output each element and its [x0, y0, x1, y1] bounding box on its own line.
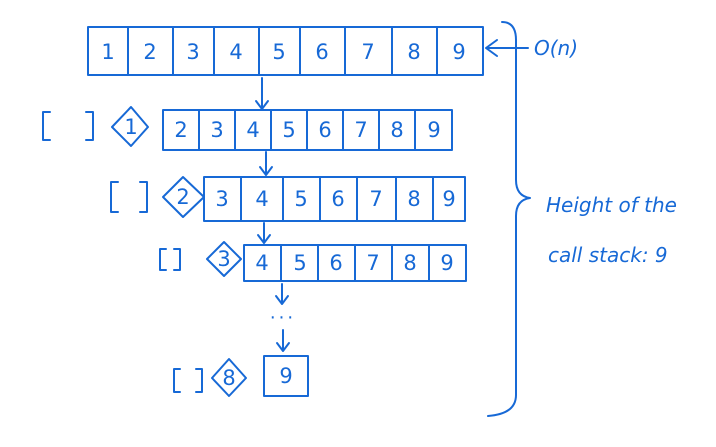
cell: 5 — [294, 187, 307, 211]
complexity-annotation: O(n) — [485, 36, 578, 60]
array-row-3: 3 4 5 6 7 8 9 — [159, 241, 467, 282]
left-partition-bracket — [173, 368, 181, 393]
cell: 3 — [210, 118, 223, 142]
pivot-value: 2 — [176, 185, 189, 209]
left-partition-bracket — [85, 111, 94, 141]
ellipsis: ... — [270, 303, 296, 324]
cell: 2 — [143, 40, 156, 64]
call-stack-brace — [487, 21, 531, 417]
array-row-4: 8 9 — [173, 355, 309, 397]
cell: 1 — [101, 40, 114, 64]
cell: 4 — [229, 40, 242, 64]
pivot-marker — [206, 241, 242, 277]
cell: 2 — [174, 118, 187, 142]
arrow-head — [485, 39, 498, 57]
cell: 8 — [390, 118, 403, 142]
cell: 3 — [186, 40, 199, 64]
cell: 5 — [272, 40, 285, 64]
array-row-2: 2 3 4 5 6 7 8 9 — [110, 176, 466, 222]
cell: 8 — [407, 187, 420, 211]
pivot-value: 8 — [222, 366, 235, 390]
cell: 6 — [318, 118, 331, 142]
down-arrow — [259, 151, 273, 176]
cell: 6 — [315, 40, 328, 64]
cell: 7 — [361, 40, 374, 64]
pivot-marker — [211, 358, 247, 397]
pivot-value: 1 — [124, 115, 137, 139]
array-row-2-outline — [203, 176, 466, 222]
down-arrow — [276, 329, 290, 352]
array-row-0: 1 2 3 4 5 6 7 8 9 — [87, 26, 484, 76]
curly-brace — [487, 21, 531, 417]
left-partition-bracket — [139, 181, 148, 213]
cell: 7 — [354, 118, 367, 142]
down-arrow — [275, 283, 289, 305]
cell: 7 — [369, 187, 382, 211]
complexity-label: O(n) — [534, 36, 578, 60]
cell: 9 — [452, 40, 465, 64]
left-partition-bracket — [173, 248, 181, 271]
left-partition-bracket — [195, 368, 203, 393]
cell: 6 — [331, 187, 344, 211]
cell: 4 — [255, 187, 268, 211]
cell: 7 — [366, 251, 379, 275]
array-row-1: 1 2 3 4 5 6 7 8 9 — [42, 106, 453, 151]
cell: 9 — [440, 251, 453, 275]
cell: 8 — [407, 40, 420, 64]
array-row-4-outline — [263, 355, 309, 397]
cell: 5 — [282, 118, 295, 142]
cell: 5 — [293, 251, 306, 275]
height-annotation-line-1: Height of the — [546, 193, 677, 217]
cell: 4 — [255, 251, 268, 275]
cell: 9 — [427, 118, 440, 142]
cell: 9 — [442, 187, 455, 211]
left-partition-bracket — [159, 248, 167, 271]
cell: 6 — [329, 251, 342, 275]
cell: 4 — [246, 118, 259, 142]
down-arrow — [257, 222, 271, 244]
down-arrow — [255, 77, 269, 110]
pivot-marker — [111, 106, 149, 147]
height-annotation-line-2: call stack: 9 — [548, 243, 668, 267]
pivot-value: 3 — [217, 247, 230, 271]
cell: 3 — [215, 187, 228, 211]
cell: 9 — [279, 364, 292, 388]
array-row-0-outline — [87, 26, 484, 76]
cell: 8 — [403, 251, 416, 275]
left-partition-bracket — [110, 181, 119, 213]
left-partition-bracket — [42, 111, 51, 141]
